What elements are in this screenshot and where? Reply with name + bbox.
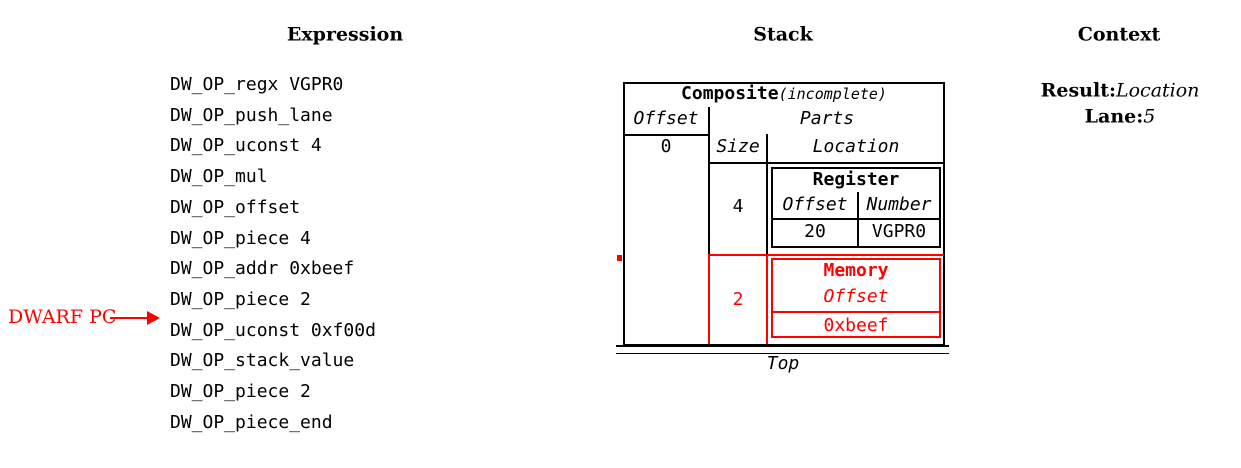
expression-column-header: Expression: [286, 23, 404, 46]
composite-qualifier: (incomplete): [778, 85, 887, 104]
register-header-underline: [773, 218, 939, 220]
memory-header-underline: [773, 311, 939, 313]
expression-op: DW_OP_regx VGPR0: [170, 74, 344, 95]
context-column-header: Context: [1077, 23, 1161, 46]
register-number-header: Number: [866, 194, 932, 216]
stack-top-rule-1: [616, 345, 949, 347]
parts-column-header: Parts: [799, 108, 855, 130]
stack-column-header: Stack: [753, 23, 813, 46]
expression-op: DW_OP_piece 2: [170, 381, 311, 403]
lane-label: Lane:: [1084, 105, 1144, 128]
expression-op: DW_OP_addr 0xbeef: [170, 258, 355, 280]
context-result-line: Result:Location: [1040, 79, 1200, 102]
part-size-value: 4: [732, 196, 744, 218]
lane-value: 5: [1143, 105, 1156, 128]
stack-top-rule-2: [616, 352, 949, 354]
expression-op: DW_OP_piece 2: [170, 289, 311, 311]
result-label: Result:: [1040, 79, 1116, 102]
expression-op: DW_OP_push_lane: [170, 104, 333, 126]
expression-op: DW_OP_piece_end: [170, 411, 333, 433]
stack-top-label: Top: [766, 353, 800, 375]
memory-location-table: Memory Offset 0xbeef: [771, 258, 941, 338]
register-offset-value: 20: [804, 221, 826, 243]
dwarf-pc-arrow-shaft: [110, 317, 148, 319]
result-value: Location: [1115, 79, 1200, 102]
memory-offset-header: Offset: [823, 286, 889, 308]
offset-column-header: Offset: [633, 108, 699, 130]
register-offset-header: Offset: [782, 194, 848, 216]
composite-title-row: Composite(incomplete): [681, 84, 887, 104]
offset-parts-divider-highlight: [708, 254, 710, 344]
register-number-value: VGPR0: [871, 221, 927, 243]
expression-op-current: DW_OP_uconst 0xf00d: [170, 319, 376, 341]
size-location-divider: [766, 134, 768, 254]
expression-op-list: DW_OP_regx VGPR0 DW_OP_push_lane DW_OP_u…: [170, 70, 376, 439]
context-lane-line: Lane:5: [1084, 105, 1156, 128]
memory-table-title: Memory: [823, 260, 889, 282]
size-column-header: Size: [716, 136, 760, 158]
memory-offset-value: 0xbeef: [823, 315, 889, 337]
arrow-right-icon: [147, 310, 160, 325]
location-column-header: Location: [812, 136, 900, 158]
dwarf-pc-label: DWARF PC: [8, 306, 117, 328]
part-size-value-highlight: 2: [732, 289, 744, 311]
expression-op: DW_OP_offset: [170, 196, 301, 218]
parts-header-underline: [709, 162, 944, 164]
highlight-row-top-border: [709, 254, 944, 256]
expression-op: DW_OP_uconst 4: [170, 135, 322, 157]
composite-title: Composite: [681, 83, 779, 105]
offset-parts-divider: [708, 107, 710, 254]
size-location-divider-highlight: [766, 254, 768, 344]
offset-value: 0: [660, 136, 672, 158]
highlight-row-left-tick: [617, 255, 622, 261]
offset-header-underline: [623, 134, 709, 136]
expression-op: DW_OP_piece 4: [170, 227, 311, 249]
register-table-title: Register: [812, 169, 900, 191]
expression-op: DW_OP_stack_value: [170, 350, 355, 372]
register-location-table: Register Offset Number 20 VGPR0: [771, 167, 941, 248]
expression-op: DW_OP_mul: [170, 166, 268, 188]
